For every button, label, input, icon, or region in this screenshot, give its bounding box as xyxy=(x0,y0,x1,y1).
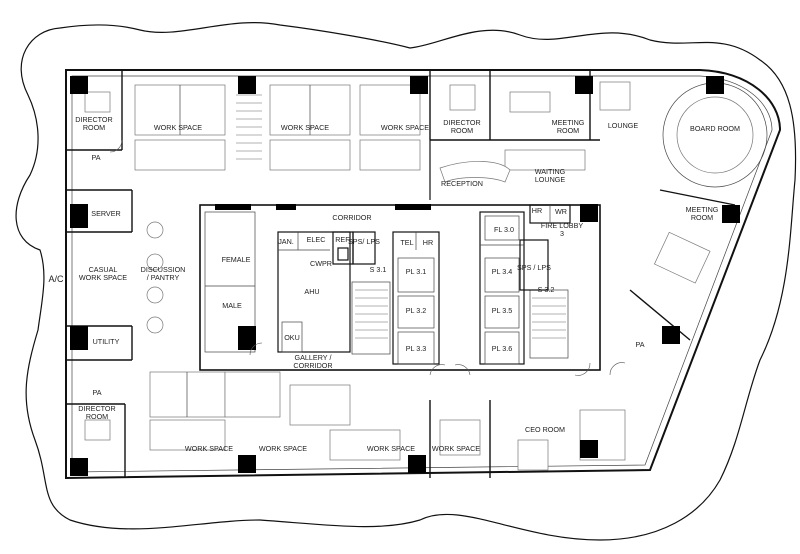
label-pl-3-3: PL 3.3 xyxy=(406,344,427,353)
label-hr: HR xyxy=(532,206,542,215)
label-pl-3-2: PL 3.2 xyxy=(406,306,427,315)
site-boundary xyxy=(15,22,797,541)
interior-walls xyxy=(66,70,736,478)
label-work-space-6: WORK SPACE xyxy=(367,444,415,453)
workstations-top xyxy=(134,84,421,171)
label-tel: TEL xyxy=(400,238,413,247)
label-sps-lps-1: SPS/ LPS xyxy=(348,237,380,246)
label-pl-3-4: PL 3.4 xyxy=(492,267,513,276)
label-sps-lps-2: SPS / LPS xyxy=(517,263,551,272)
label-pl-3-5: PL 3.5 xyxy=(492,306,513,315)
label-utility: UTILITY xyxy=(93,337,120,346)
stair-hatching xyxy=(236,94,566,339)
label-board-room: BOARD ROOM xyxy=(690,124,740,133)
structural-columns xyxy=(70,76,740,476)
label-work-space-7: WORK SPACE xyxy=(432,444,480,453)
lift-shafts xyxy=(397,215,520,365)
label-work-space-3: WORK SPACE xyxy=(381,123,429,132)
label-ahu: AHU xyxy=(304,287,319,296)
label-discussion-pantry: DISCUSSION/ PANTRY xyxy=(141,265,186,282)
label-server: SERVER xyxy=(91,209,120,218)
label-work-space-1: WORK SPACE xyxy=(154,123,202,132)
label-reception: RECEPTION xyxy=(441,179,483,188)
label-hr-2: HR xyxy=(423,238,433,247)
label-wr: WR xyxy=(555,207,567,216)
label-gallery-corridor: GALLERY /CORRIDOR xyxy=(293,353,332,370)
label-male: MALE xyxy=(222,301,242,310)
label-s-3-2: S 3.2 xyxy=(538,285,555,294)
director-desks xyxy=(84,84,476,441)
label-corridor: CORRIDOR xyxy=(332,213,371,222)
board-room-table xyxy=(662,82,768,188)
label-fl-3-0: FL 3.0 xyxy=(494,225,514,234)
label-ref: REF. xyxy=(335,235,351,244)
label-ac: A/C xyxy=(48,274,64,284)
workstations-bottom xyxy=(149,371,481,461)
label-pa-3: PA xyxy=(92,388,101,397)
label-cwpr: CWPR xyxy=(310,259,332,268)
label-work-space-5: WORK SPACE xyxy=(259,444,307,453)
building-outline xyxy=(65,69,782,480)
label-ceo-room: CEO ROOM xyxy=(525,425,565,434)
label-pl-3-1: PL 3.1 xyxy=(406,267,427,276)
label-pa-2: PA xyxy=(635,340,644,349)
label-pa-1: PA xyxy=(91,153,100,162)
label-oku: OKU xyxy=(284,333,300,342)
door-swings xyxy=(109,139,626,376)
label-female: FEMALE xyxy=(222,255,251,264)
label-jan: JAN. xyxy=(278,237,294,246)
label-s-3-1: S 3.1 xyxy=(370,265,387,274)
label-elec: ELEC xyxy=(307,235,326,244)
pantry-tables xyxy=(146,221,164,334)
label-pl-3-6: PL 3.6 xyxy=(492,344,513,353)
label-lounge: LOUNGE xyxy=(608,121,639,130)
label-work-space-2: WORK SPACE xyxy=(281,123,329,132)
meeting-furniture xyxy=(439,81,711,471)
label-work-space-4: WORK SPACE xyxy=(185,444,233,453)
